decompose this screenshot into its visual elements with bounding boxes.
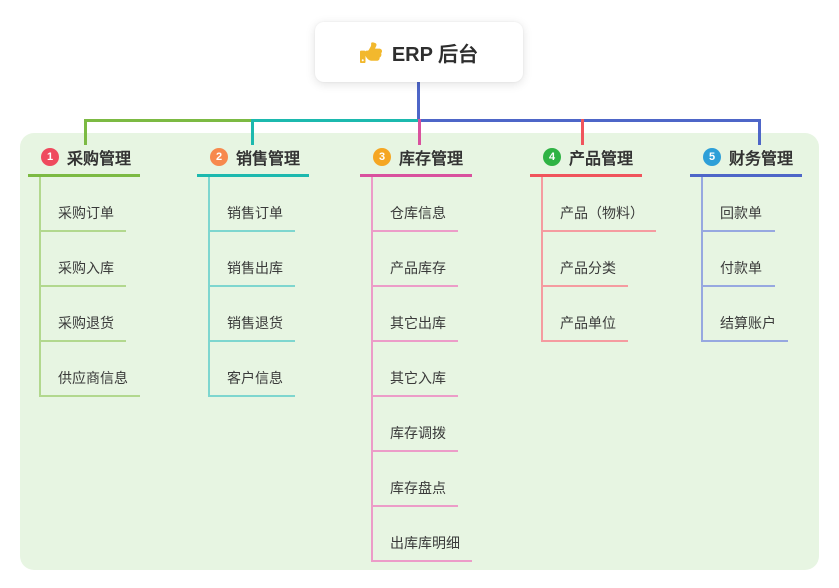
mindmap-node[interactable]: 产品分类 <box>543 232 628 287</box>
bus-line-blue <box>419 119 761 122</box>
mindmap-node[interactable]: 采购退货 <box>41 287 126 342</box>
mindmap-node[interactable]: 销售订单 <box>210 177 295 232</box>
branch-label: 采购管理 <box>67 151 132 168</box>
drop-line-sales <box>251 119 254 145</box>
branch-label: 产品管理 <box>569 151 634 168</box>
mindmap-node[interactable]: 供应商信息 <box>41 342 140 397</box>
drop-line-purchase <box>84 119 87 145</box>
drop-line-inventory <box>418 119 421 145</box>
root-node[interactable]: ERP 后台 <box>315 22 523 82</box>
mindmap-node[interactable]: 其它出库 <box>373 287 458 342</box>
mindmap-node[interactable]: 库存盘点 <box>373 452 458 507</box>
badge-3: 3 <box>373 148 391 166</box>
branch-finance: 5 财务管理 回款单 付款单 结算账户 <box>690 147 802 342</box>
branches-panel <box>20 133 819 570</box>
mindmap-node[interactable]: 销售退货 <box>210 287 295 342</box>
branch-children: 仓库信息 产品库存 其它出库 其它入库 库存调拨 库存盘点 出库库明细 <box>371 177 472 562</box>
mindmap-node[interactable]: 结算账户 <box>703 287 788 342</box>
mindmap-node[interactable]: 产品（物料） <box>543 177 656 232</box>
branch-header-sales[interactable]: 2 销售管理 <box>197 147 309 177</box>
mindmap-node[interactable]: 库存调拨 <box>373 397 458 452</box>
branch-header-inventory[interactable]: 3 库存管理 <box>360 147 472 177</box>
branch-header-finance[interactable]: 5 财务管理 <box>690 147 802 177</box>
badge-4: 4 <box>543 148 561 166</box>
mindmap-node[interactable]: 客户信息 <box>210 342 295 397</box>
branch-label: 财务管理 <box>729 151 794 168</box>
branch-children: 采购订单 采购入库 采购退货 供应商信息 <box>39 177 140 397</box>
mindmap-node[interactable]: 其它入库 <box>373 342 458 397</box>
drop-line-product <box>581 119 584 145</box>
mindmap-node[interactable]: 采购订单 <box>41 177 126 232</box>
mindmap-node[interactable]: 产品库存 <box>373 232 458 287</box>
branch-label: 库存管理 <box>399 151 464 168</box>
mindmap-node[interactable]: 付款单 <box>703 232 775 287</box>
mindmap-node[interactable]: 产品单位 <box>543 287 628 342</box>
branch-inventory: 3 库存管理 仓库信息 产品库存 其它出库 其它入库 库存调拨 库存盘点 出库库… <box>360 147 472 562</box>
bus-line-teal <box>253 119 419 122</box>
mindmap-node[interactable]: 销售出库 <box>210 232 295 287</box>
branch-product: 4 产品管理 产品（物料） 产品分类 产品单位 <box>530 147 656 342</box>
branch-header-purchase[interactable]: 1 采购管理 <box>28 147 140 177</box>
mindmap-node[interactable]: 采购入库 <box>41 232 126 287</box>
badge-2: 2 <box>210 148 228 166</box>
branch-children: 回款单 付款单 结算账户 <box>701 177 788 342</box>
branch-sales: 2 销售管理 销售订单 销售出库 销售退货 客户信息 <box>197 147 309 397</box>
badge-1: 1 <box>41 148 59 166</box>
bus-line-green <box>84 119 253 122</box>
thumbs-up-icon <box>359 42 382 63</box>
drop-line-finance <box>758 119 761 145</box>
root-stem-line <box>417 82 420 120</box>
branch-children: 产品（物料） 产品分类 产品单位 <box>541 177 656 342</box>
mindmap-node[interactable]: 回款单 <box>703 177 775 232</box>
mindmap-node[interactable]: 仓库信息 <box>373 177 458 232</box>
branch-header-product[interactable]: 4 产品管理 <box>530 147 642 177</box>
branch-purchase: 1 采购管理 采购订单 采购入库 采购退货 供应商信息 <box>28 147 140 397</box>
badge-5: 5 <box>703 148 721 166</box>
branch-children: 销售订单 销售出库 销售退货 客户信息 <box>208 177 295 397</box>
mindmap-node[interactable]: 出库库明细 <box>373 507 472 562</box>
branch-label: 销售管理 <box>236 151 301 168</box>
root-title: ERP 后台 <box>391 43 479 66</box>
